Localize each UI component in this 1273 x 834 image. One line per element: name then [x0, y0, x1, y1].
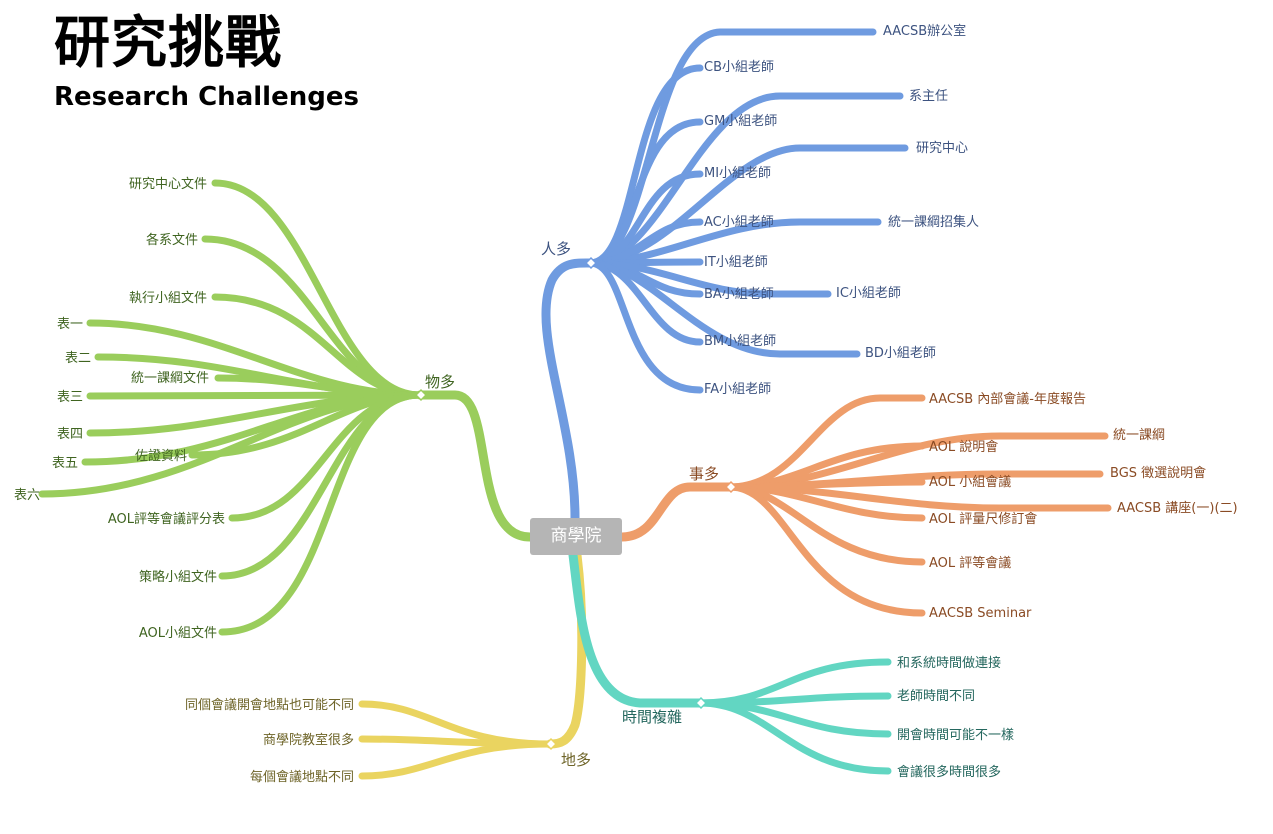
leaf-people: IT小組老師	[704, 255, 768, 270]
leaf-affairs: AOL 評等會議	[929, 555, 1011, 571]
branch-label-things: 物多	[425, 373, 455, 391]
leaf-people: 研究中心	[916, 141, 968, 156]
things-branches	[38, 179, 424, 636]
leaf-affairs: 統一課綱	[1113, 427, 1165, 443]
leaf-affairs: AOL 小組會議	[929, 475, 1011, 490]
branch-label-people: 人多	[541, 240, 571, 258]
leaf-things: AOL小組文件	[139, 626, 217, 641]
leaf-people: AC小組老師	[704, 215, 774, 230]
leaf-people: AACSB辦公室	[883, 23, 966, 39]
leaf-things: AOL評等會議評分表	[108, 511, 225, 527]
leaf-things: 研究中心文件	[129, 177, 207, 192]
trunk-people	[541, 258, 595, 523]
leaf-time: 會議很多時間很多	[897, 764, 1001, 780]
branch-label-time: 時間複雜	[622, 708, 682, 726]
leaf-affairs: AACSB Seminar	[929, 606, 1032, 621]
leaf-things: 佐證資料	[135, 448, 187, 464]
leaf-affairs: AOL 評量尺修訂會	[929, 511, 1037, 527]
leaf-things: 表二	[65, 351, 91, 366]
leaf-time: 老師時間不同	[897, 689, 975, 704]
time-leaves: 和系統時間做連接 老師時間不同 開會時間可能不一樣 會議很多時間很多	[897, 655, 1014, 780]
places-branches	[358, 700, 554, 780]
places-leaves: 同個會議開會地點也可能不同 商學院教室很多 每個會議地點不同	[185, 698, 354, 785]
page-subtitle: Research Challenges	[54, 82, 359, 112]
leaf-things: 統一課綱文件	[131, 370, 209, 386]
page-title: 研究挑戰	[54, 11, 282, 76]
branch-label-affairs: 事多	[689, 465, 719, 483]
things-leaves: 研究中心文件 各系文件 執行小組文件 表一 表二 統一課綱文件 表三 表四 表五…	[14, 177, 225, 641]
leaf-people: 系主任	[909, 89, 948, 104]
leaf-things: 表三	[57, 390, 83, 405]
leaf-people: IC小組老師	[836, 286, 901, 301]
leaf-places: 商學院教室很多	[263, 732, 354, 748]
trunk-time	[568, 550, 705, 708]
leaf-places: 同個會議開會地點也可能不同	[185, 698, 354, 713]
leaf-affairs: AACSB 內部會議-年度報告	[929, 391, 1086, 407]
leaf-things: 各系文件	[146, 232, 198, 248]
leaf-people: BM小組老師	[704, 334, 776, 349]
leaf-people: MI小組老師	[704, 166, 771, 181]
leaf-things: 表六	[14, 488, 40, 503]
trunk-affairs	[617, 482, 735, 542]
leaf-things: 表四	[57, 427, 83, 442]
leaf-affairs: AOL 說明會	[929, 439, 998, 455]
leaf-things: 表五	[52, 456, 78, 471]
leaf-time: 和系統時間做連接	[897, 655, 1001, 671]
leaf-people: CB小組老師	[704, 60, 774, 75]
affairs-leaves: AACSB 內部會議-年度報告 統一課綱 AOL 說明會 BGS 徵選說明會 A…	[929, 391, 1238, 621]
people-branches	[586, 28, 909, 394]
root-node[interactable]: 商學院	[530, 518, 622, 555]
leaf-places: 每個會議地點不同	[250, 769, 354, 785]
leaf-things: 執行小組文件	[129, 290, 207, 306]
junction-markers	[414, 256, 738, 751]
branch-label-places: 地多	[561, 751, 591, 769]
affairs-branches	[726, 394, 1112, 617]
leaf-people: GM小組老師	[704, 114, 777, 129]
leaf-people: FA小組老師	[704, 382, 771, 397]
time-branches	[696, 658, 892, 775]
trunk-things	[415, 390, 535, 542]
leaf-things: 表一	[57, 317, 83, 332]
leaf-time: 開會時間可能不一樣	[897, 728, 1014, 743]
leaf-people: BD小組老師	[865, 346, 936, 361]
leaf-things: 策略小組文件	[139, 569, 217, 585]
leaf-affairs: BGS 徵選說明會	[1110, 465, 1206, 481]
leaf-people: 統一課綱招集人	[888, 214, 979, 230]
people-leaves: AACSB辦公室 CB小組老師 系主任 GM小組老師 研究中心 MI小組老師 統…	[704, 23, 979, 397]
leaf-affairs: AACSB 講座(一)(二)	[1117, 500, 1238, 516]
leaf-people: BA小組老師	[704, 287, 774, 302]
